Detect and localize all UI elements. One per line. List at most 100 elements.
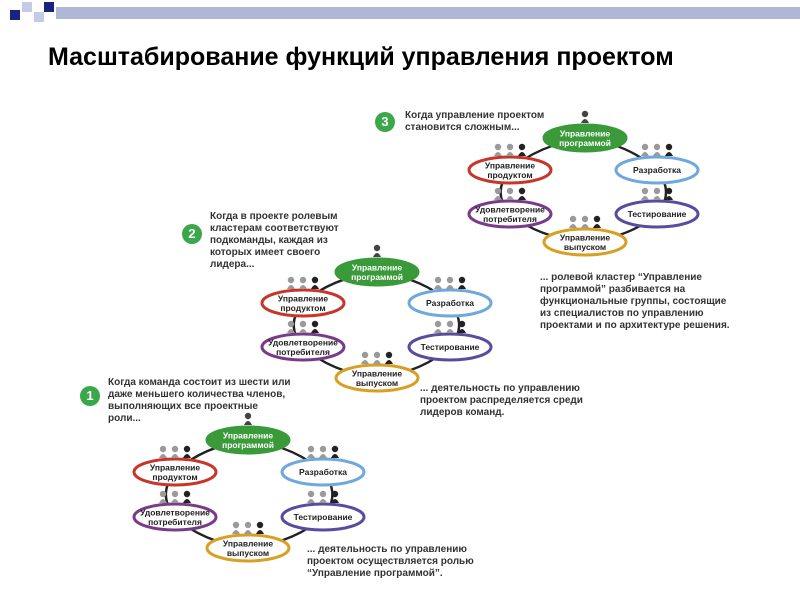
person-icon <box>665 187 673 200</box>
person-icon <box>311 276 319 289</box>
diagram-3-note: ... ролевой кластер “Управление программ… <box>540 272 730 331</box>
node-label: Управление <box>223 431 274 441</box>
person-icon <box>319 445 327 458</box>
node-label: Управление <box>560 233 611 243</box>
person-icon <box>244 521 252 534</box>
person-icon <box>494 187 502 200</box>
diagram-1-caption: Когда команда состоит из шести или даже … <box>108 377 291 424</box>
ring-diagram-3: УправлениепрограммойРазработкаТестирован… <box>467 123 700 257</box>
node-label: Тестирование <box>421 342 480 352</box>
corner-square-1 <box>10 10 20 20</box>
node-dev: Разработка <box>280 457 366 487</box>
node-label: потребителя <box>148 517 202 527</box>
person-icon <box>641 187 649 200</box>
person-icon <box>331 445 339 458</box>
node-label: Удовлетворение <box>475 205 545 215</box>
person-icon <box>307 445 315 458</box>
node-label: продуктом <box>152 472 197 482</box>
node-test: Тестирование <box>280 502 366 532</box>
person-icon <box>319 490 327 503</box>
step-number-2: 2 <box>182 224 202 244</box>
person-icon <box>256 521 264 534</box>
person-icon <box>373 244 381 257</box>
person-icon <box>287 320 295 333</box>
person-icon <box>665 143 673 156</box>
node-label: Разработка <box>633 165 681 175</box>
corner-square-4 <box>44 2 54 12</box>
node-label: Разработка <box>299 467 347 477</box>
person-icon <box>518 143 526 156</box>
node-label: Тестирование <box>628 209 687 219</box>
node-label: программой <box>351 272 403 282</box>
node-label: выпуском <box>356 378 398 388</box>
corner-square-2 <box>22 2 32 12</box>
node-label: Удовлетворение <box>268 338 338 348</box>
person-icon <box>518 187 526 200</box>
node-label: Тестирование <box>294 512 353 522</box>
person-icon <box>446 276 454 289</box>
person-icon <box>373 351 381 364</box>
person-icon <box>299 320 307 333</box>
node-label: выпуском <box>564 242 606 252</box>
step-number-1: 1 <box>80 386 100 406</box>
node-test: Тестирование <box>614 199 700 229</box>
person-icon <box>171 490 179 503</box>
person-icon <box>506 187 514 200</box>
person-icon <box>287 276 295 289</box>
node-label: Управление <box>560 129 611 139</box>
person-icon <box>159 490 167 503</box>
person-icon <box>331 490 339 503</box>
person-icon <box>299 276 307 289</box>
person-icon <box>569 215 577 228</box>
person-icon <box>159 445 167 458</box>
ring-diagram-1: УправлениепрограммойРазработкаТестирован… <box>132 425 366 563</box>
title-bar-stripe <box>56 7 800 19</box>
node-label: Управление <box>352 263 403 273</box>
person-icon <box>653 143 661 156</box>
person-icon <box>171 445 179 458</box>
node-label: Управление <box>223 539 274 549</box>
person-icon <box>434 320 442 333</box>
node-dev: Разработка <box>407 288 493 318</box>
step-number-3: 3 <box>375 112 395 132</box>
person-icon <box>361 351 369 364</box>
diagram-2-note: ... деятельность по управлению проектом … <box>420 383 583 418</box>
node-dev: Разработка <box>614 155 700 185</box>
diagram-2-caption: Когда в проекте ролевым кластерам соотве… <box>210 211 339 270</box>
node-label: Разработка <box>426 298 474 308</box>
person-icon <box>311 320 319 333</box>
person-icon <box>581 215 589 228</box>
node-label: Управление <box>352 369 403 379</box>
node-label: Управление <box>278 294 329 304</box>
person-icon <box>653 187 661 200</box>
person-icon <box>434 276 442 289</box>
node-label: Удовлетворение <box>140 508 210 518</box>
node-label: Управление <box>485 161 536 171</box>
person-icon <box>494 143 502 156</box>
person-icon <box>385 351 393 364</box>
node-label: потребителя <box>276 347 330 357</box>
node-label: продуктом <box>280 303 325 313</box>
diagram-1-note: ... деятельность по управлению проектом … <box>307 544 474 579</box>
node-label: потребителя <box>483 214 537 224</box>
person-icon <box>458 320 466 333</box>
person-icon <box>458 276 466 289</box>
person-icon <box>183 490 191 503</box>
node-label: Управление <box>150 463 201 473</box>
ring-diagram-2: УправлениепрограммойРазработкаТестирован… <box>260 257 493 393</box>
person-icon <box>307 490 315 503</box>
node-label: программой <box>559 138 611 148</box>
